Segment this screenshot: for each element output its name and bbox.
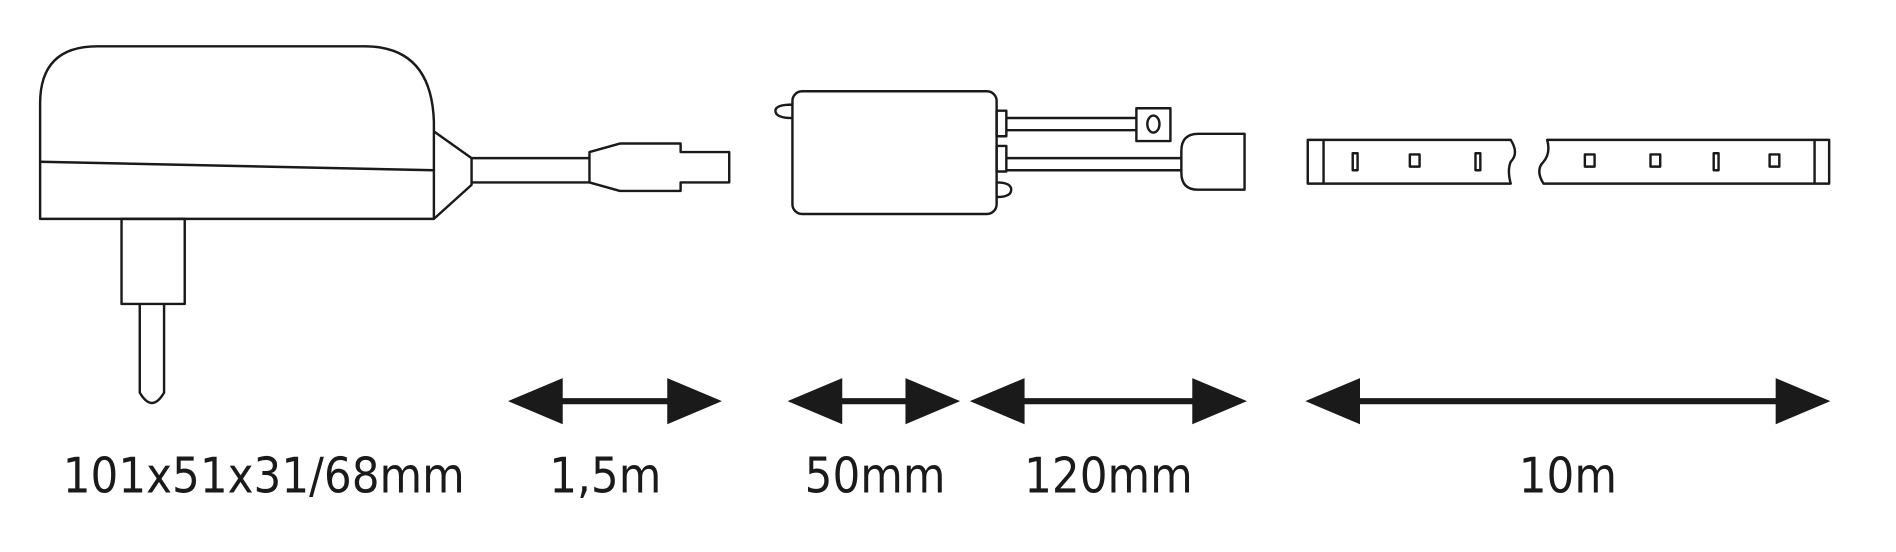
dimension-arrow-strip: [1305, 378, 1831, 425]
adapter-cable-label: 1,5m: [549, 448, 661, 504]
dimension-arrow-controller: [787, 378, 961, 425]
controller-size-label: 50mm: [805, 448, 946, 504]
power-adapter-illustration: [38, 45, 731, 405]
dimension-arrow-adapter-cable: [508, 378, 722, 425]
strip-length-label: 10m: [1519, 448, 1617, 504]
adapter-size-label: 101x51x31/68mm: [63, 448, 465, 504]
controller-cable-label: 120mm: [1024, 448, 1193, 504]
led-strip-illustration: [1306, 138, 1831, 185]
controller-illustration: [774, 90, 1246, 216]
dimension-arrow-controller-cable: [969, 378, 1247, 425]
